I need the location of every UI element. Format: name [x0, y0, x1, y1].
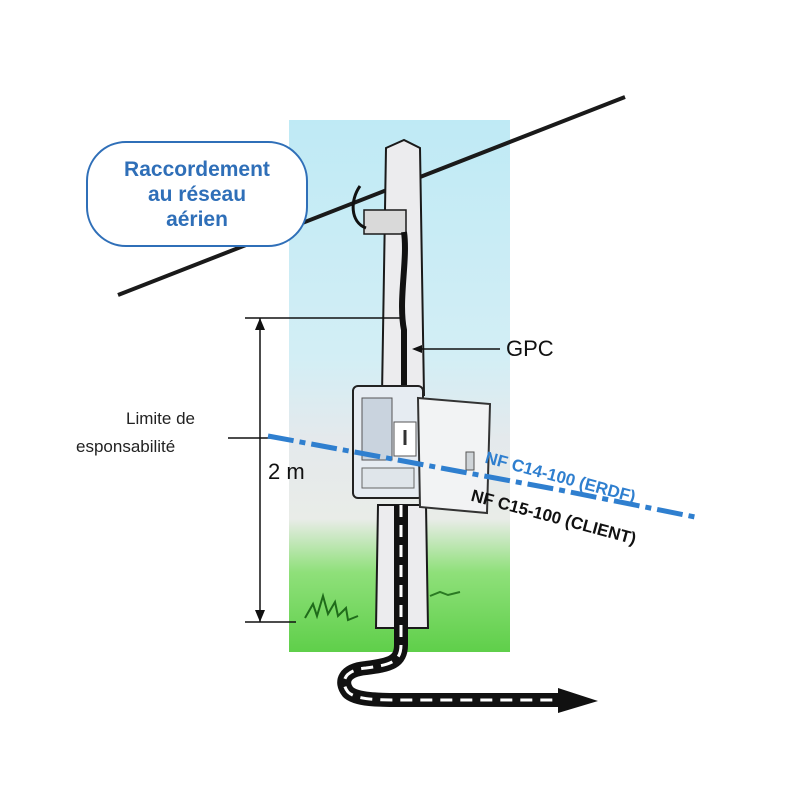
gpc-pointer-arrowhead [412, 345, 422, 353]
drop-cable-loop [351, 185, 367, 230]
dimension-arrow-top [255, 318, 265, 330]
terminal-strip [361, 467, 415, 489]
limite-label-line2: esponsabilité [76, 437, 176, 456]
height-label: 2 m [268, 459, 305, 484]
door-latch [465, 451, 475, 471]
cable-arrowhead [558, 688, 598, 713]
limite-label-line1: Limite de [126, 409, 195, 428]
aerial-connection-bubble: Raccordement au réseau aérien [86, 141, 308, 247]
gpc-label: GPC [506, 336, 554, 361]
grass-tuft-right [429, 590, 461, 597]
line-anchor-bracket [363, 209, 407, 235]
overhead-line [117, 95, 626, 297]
bubble-line-2: au réseau [147, 182, 247, 206]
bubble-line-1: Raccordement [124, 157, 270, 181]
bubble-line-3: aérien [166, 207, 228, 231]
grass-tuft [304, 592, 359, 622]
gpc-cable [399, 231, 408, 392]
responsibility-limit-line [267, 433, 701, 521]
underground-cable-core [342, 505, 560, 702]
meter-box-door [416, 396, 492, 515]
meter-panel [361, 397, 393, 461]
dimension-arrow-bottom [255, 610, 265, 622]
